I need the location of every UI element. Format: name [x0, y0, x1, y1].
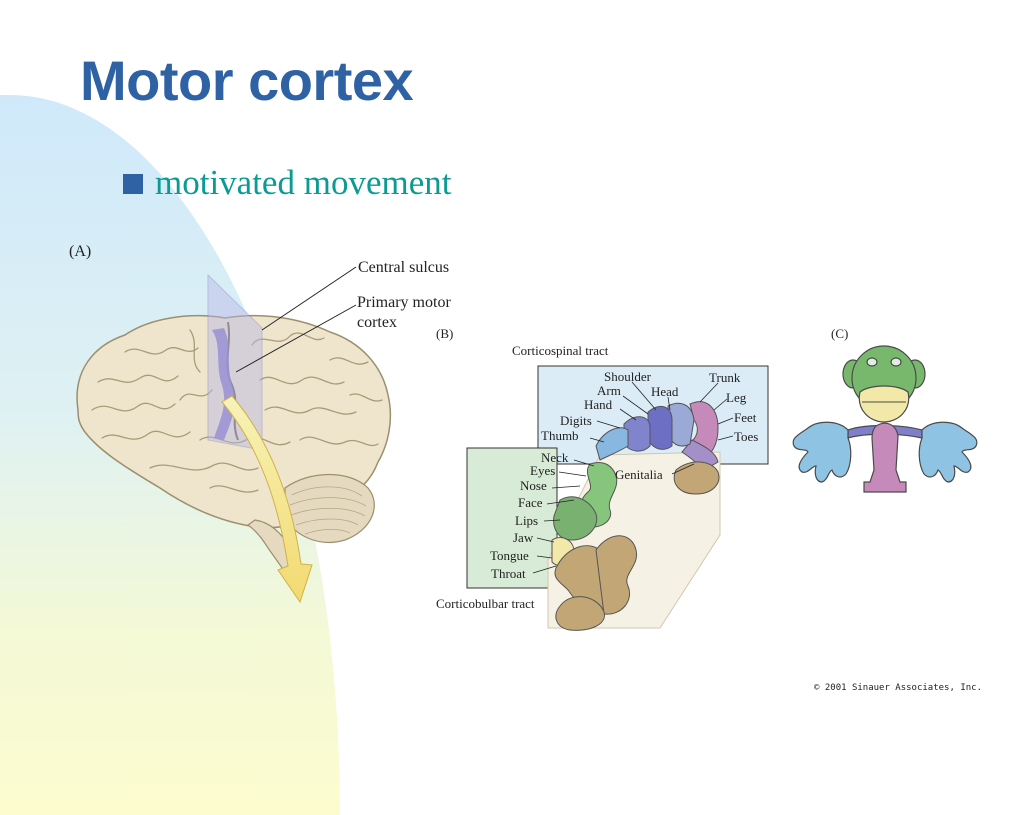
brain-shape — [76, 314, 392, 529]
label-head: Head — [651, 384, 679, 399]
strip-medial — [673, 461, 720, 495]
label-leg: Leg — [726, 390, 747, 405]
brain-gyri — [91, 329, 383, 493]
panel-a-letter: (A) — [69, 243, 91, 260]
strip-temporal — [555, 596, 605, 631]
strip-insula — [595, 535, 638, 615]
corticobulbar-tract-box — [466, 447, 558, 589]
label-face: Face — [518, 495, 543, 510]
brain-illustration — [76, 273, 392, 604]
label-toes: Toes — [734, 429, 758, 444]
primary-motor-leader — [235, 304, 357, 373]
corticobulbar-tract-label: Corticobulbar tract — [436, 596, 535, 611]
panel-a: (A) — [69, 243, 451, 604]
panel-b-letter: (B) — [436, 326, 453, 341]
homunculus-right-hand — [918, 421, 978, 483]
homunculus-right-eye — [890, 357, 902, 367]
primary-motor-label-line2: cortex — [357, 314, 397, 331]
label-feet: Feet — [734, 410, 757, 425]
primary-motor-label-line1: Primary motor — [357, 294, 451, 311]
bullet-item: motivated movement — [123, 163, 451, 203]
strip-thumb — [595, 427, 629, 461]
label-hand: Hand — [584, 397, 613, 412]
corticospinal-tract-label: Corticospinal tract — [512, 343, 609, 358]
homunculus-body — [863, 422, 907, 493]
label-neck: Neck — [541, 450, 569, 465]
body-part-leader-lines — [532, 381, 734, 574]
descending-tract-arrow-icon — [221, 395, 313, 604]
primary-motor-cortex-highlight — [212, 328, 235, 440]
strip-head — [667, 402, 695, 447]
label-tongue: Tongue — [490, 548, 529, 563]
motor-cortex-diagram: (A) — [69, 243, 978, 631]
strip-arm — [647, 405, 673, 450]
central-sulcus-leader — [261, 266, 357, 331]
homunculus-left-hand — [792, 421, 852, 483]
label-genitalia: Genitalia — [615, 467, 663, 482]
label-lips: Lips — [515, 513, 538, 528]
label-eyes: Eyes — [530, 463, 555, 478]
label-trunk: Trunk — [709, 370, 741, 385]
homunculus-left-eye — [866, 357, 878, 367]
panel-c-letter: (C) — [831, 326, 848, 341]
slide-title: Motor cortex — [80, 49, 414, 112]
strip-hand — [623, 416, 651, 452]
label-shoulder: Shoulder — [604, 369, 652, 384]
central-sulcus-label: Central sulcus — [358, 259, 449, 276]
label-nose: Nose — [520, 478, 547, 493]
cerebellum-folds — [289, 486, 367, 535]
copyright-notice: © 2001 Sinauer Associates, Inc. — [814, 683, 982, 693]
panel-c: (C) — [792, 326, 978, 493]
label-jaw: Jaw — [513, 530, 534, 545]
label-throat: Throat — [491, 566, 526, 581]
homunculus-figure-icon — [792, 345, 978, 493]
panel-b: (B) Corticospinal tract Corticobulbar tr… — [436, 326, 769, 631]
label-digits: Digits — [560, 413, 592, 428]
homunculus-lips — [858, 385, 910, 423]
label-thumb: Thumb — [541, 428, 579, 443]
motor-homunculus-strip — [551, 401, 720, 631]
bullet-square-icon — [123, 174, 143, 194]
strip-lips — [553, 496, 598, 541]
label-arm: Arm — [597, 383, 621, 398]
bullet-text: motivated movement — [155, 163, 452, 202]
